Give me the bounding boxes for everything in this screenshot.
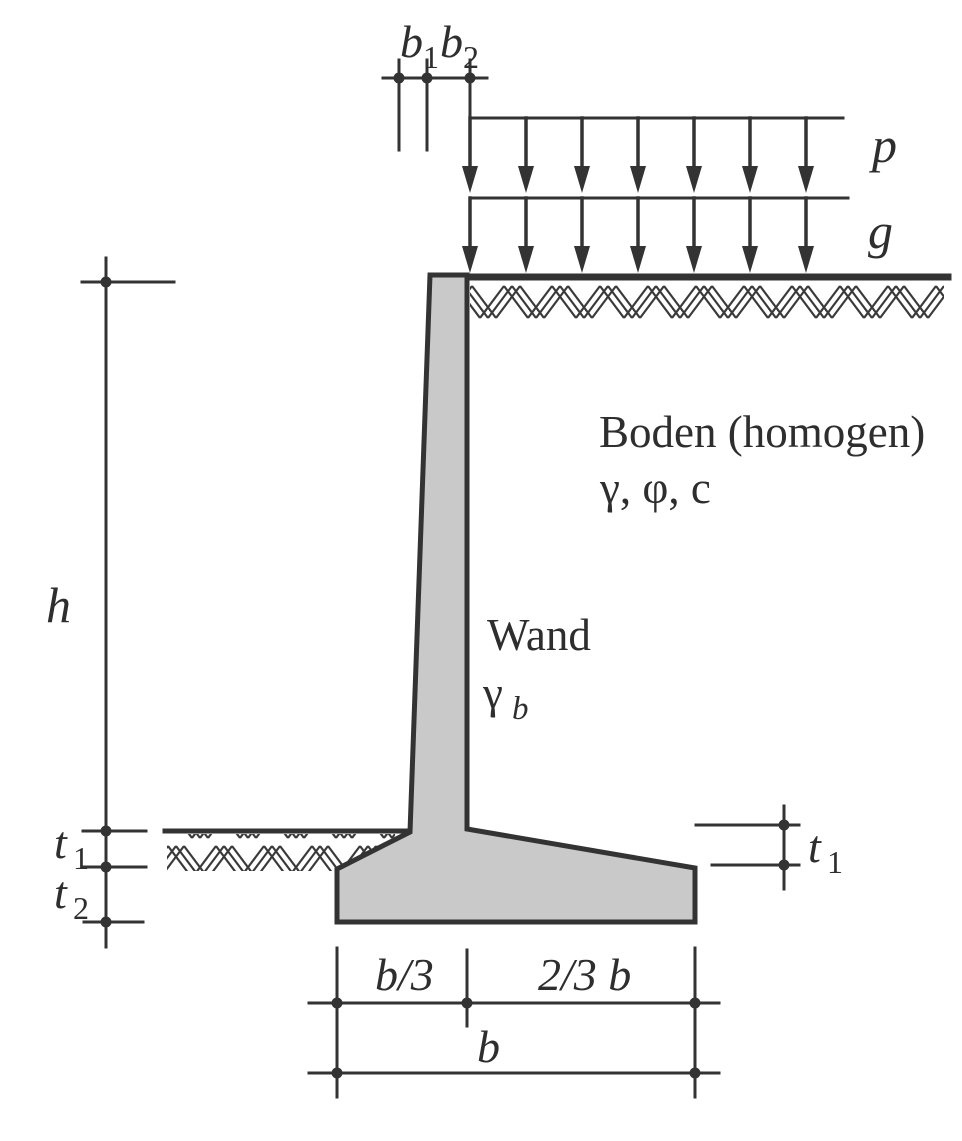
- dim-label-b-third: b/3: [375, 949, 434, 1000]
- dim-label-b-total: b: [477, 1021, 500, 1072]
- dim-t1-right: [694, 804, 801, 891]
- retaining-wall-body: [334, 272, 698, 925]
- load-label-g: g: [868, 203, 893, 259]
- soil-label-line1: Boden (homogen): [599, 407, 925, 457]
- load-label-p: p: [869, 117, 897, 173]
- load-p-arrows: [462, 116, 845, 193]
- wall-label-line1: Wand: [487, 610, 591, 660]
- dim-label-t1-right: t: [808, 821, 822, 872]
- dim-label-b2: b: [440, 16, 463, 67]
- dim-label-t1-left: t: [54, 817, 68, 868]
- dim-chain-bottom: [307, 946, 721, 1099]
- dim-dot: [421, 72, 433, 84]
- dim-label-t1-right-sub: 1: [827, 844, 843, 880]
- dim-label-t1-left-sub: 1: [73, 840, 89, 876]
- dim-dot: [464, 72, 476, 84]
- dim-label-t2-left-sub: 2: [73, 890, 89, 926]
- dim-label-b1-sub: 1: [423, 39, 439, 75]
- dim-label-two-thirds-b: 2/3 b: [538, 949, 631, 1000]
- wall-label-gamma: γ: [482, 668, 503, 718]
- dim-label-b1: b: [400, 16, 423, 67]
- dim-label-t2-left: t: [54, 867, 68, 918]
- dim-chain-left: [80, 256, 176, 949]
- dim-label-b2-sub: 2: [463, 39, 479, 75]
- dim-dot: [393, 72, 405, 84]
- height-label-h: h: [46, 577, 71, 633]
- load-g-arrows: [462, 196, 850, 273]
- soil-hatch-right: [470, 281, 944, 322]
- wall-label-gamma-sub: b: [512, 691, 529, 727]
- soil-label-line2: γ, φ, c: [599, 463, 711, 513]
